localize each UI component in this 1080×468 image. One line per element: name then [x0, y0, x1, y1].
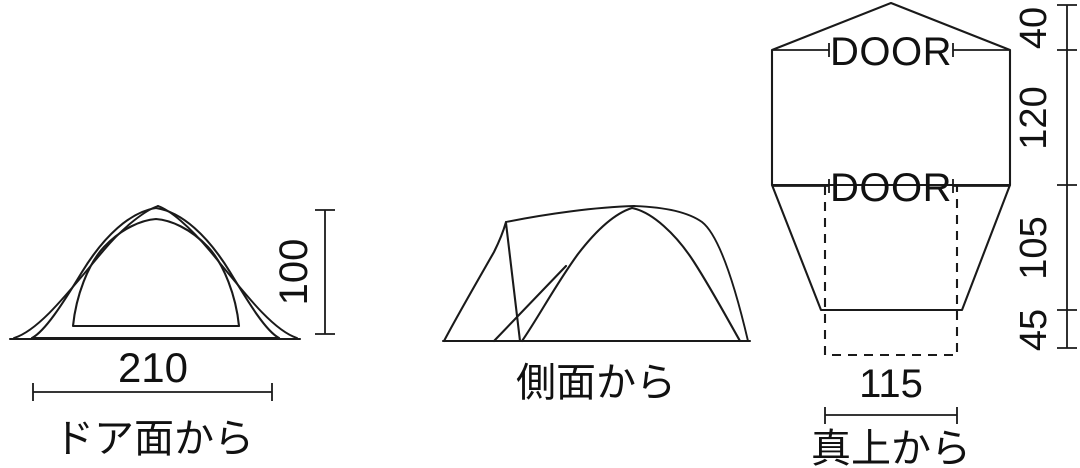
front-canopy-outline — [30, 206, 281, 340]
side-strut-b — [492, 264, 568, 343]
front-outer-fly-left — [13, 205, 159, 339]
dimension-front-height: 100 — [272, 209, 335, 335]
dimension-front-width: 210 — [32, 344, 273, 401]
side-fly-ridge — [505, 205, 749, 342]
top-inner-footprint — [823, 186, 959, 357]
dimension-top-width: 115 — [824, 362, 958, 424]
view-top: DOOR DOOR 40 120 105 4 — [770, 1, 1077, 468]
top-door-lower: DOOR — [773, 166, 1009, 210]
view-top-caption: 真上から — [811, 426, 971, 468]
dimension-seg-120-label: 120 — [1013, 86, 1055, 149]
side-strut-a — [504, 221, 522, 343]
top-plan-outline — [770, 1, 1012, 312]
top-door-lower-label: DOOR — [830, 166, 952, 210]
dimension-seg-45-label: 45 — [1013, 309, 1055, 351]
side-vestibule-left-pole — [442, 220, 508, 343]
dimension-seg-40-label: 40 — [1013, 7, 1055, 49]
dimension-front-width-label: 210 — [118, 344, 188, 391]
dimension-seg-105-label: 105 — [1013, 216, 1055, 279]
view-side-caption: 側面から — [516, 360, 676, 406]
view-front: 100 210 ドア面から — [8, 205, 335, 462]
dimension-top-width-label: 115 — [859, 362, 923, 406]
view-front-caption: ドア面から — [54, 416, 254, 462]
top-door-upper-label: DOOR — [830, 30, 952, 74]
view-side: 側面から — [441, 205, 752, 406]
top-door-upper: DOOR — [773, 30, 1009, 74]
dimension-front-height-label: 100 — [272, 239, 316, 306]
side-canopy-outline — [520, 206, 742, 343]
dimension-top-vertical-stack: 40 120 105 45 — [1013, 4, 1077, 351]
front-door-arch — [71, 217, 241, 328]
